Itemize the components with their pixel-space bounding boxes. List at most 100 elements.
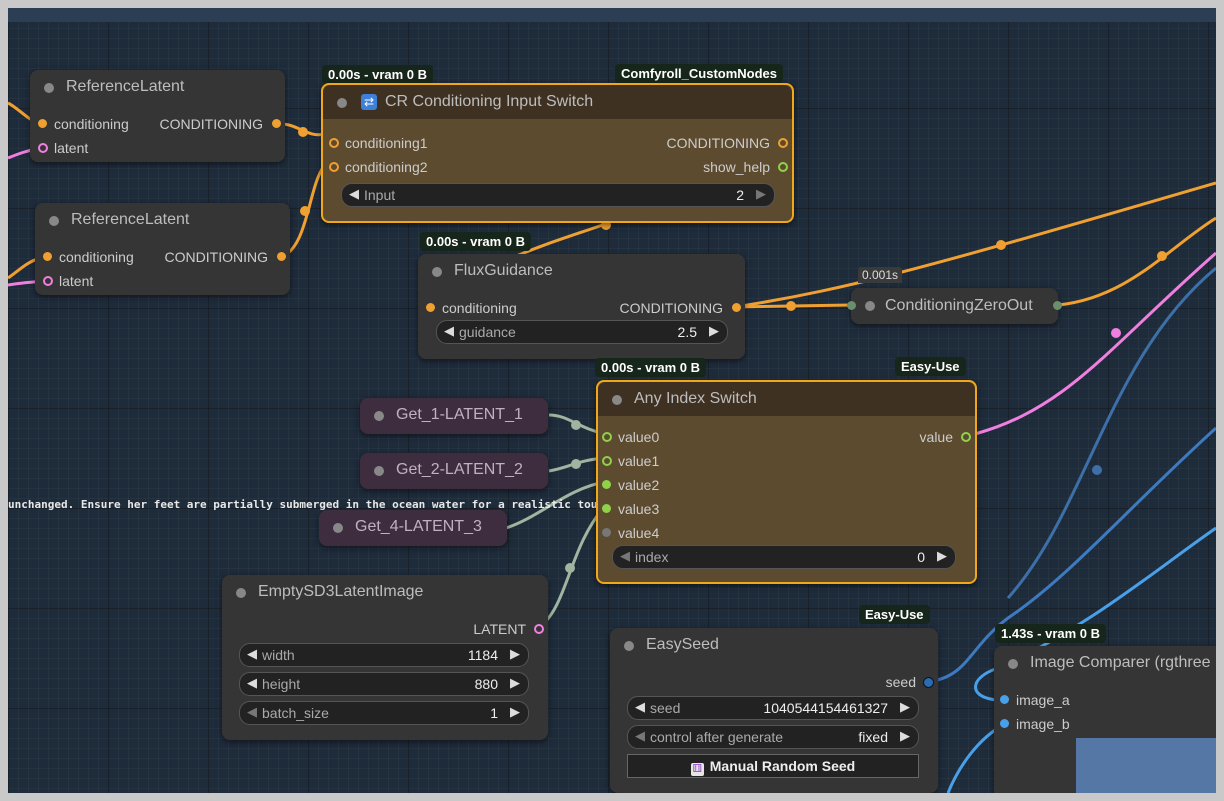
collapse-dot-icon[interactable] bbox=[624, 641, 634, 651]
collapse-dot-icon[interactable] bbox=[865, 301, 875, 311]
node-reference-latent-2[interactable]: ReferenceLatent conditioning latent COND… bbox=[35, 203, 290, 295]
input-pin-image-b[interactable] bbox=[1000, 719, 1009, 728]
input-pin-conditioning[interactable] bbox=[43, 252, 52, 261]
collapse-dot-icon[interactable] bbox=[49, 216, 59, 226]
increment-arrow-icon[interactable]: ▶ bbox=[756, 186, 766, 201]
input-label: conditioning bbox=[59, 249, 134, 265]
collapse-dot-icon[interactable] bbox=[44, 83, 54, 93]
input-pin-conditioning1[interactable] bbox=[329, 138, 339, 148]
collapse-dot-icon[interactable] bbox=[432, 267, 442, 277]
collapse-dot-icon[interactable] bbox=[1008, 659, 1018, 669]
input-pin-conditioning2[interactable] bbox=[329, 162, 339, 172]
node-reference-latent-1[interactable]: ReferenceLatent conditioning latent COND… bbox=[30, 70, 285, 162]
input-pin-conditioning[interactable] bbox=[426, 303, 435, 312]
node-get-2-latent-2[interactable]: Get_2-LATENT_2 bbox=[360, 453, 548, 489]
input-pin-value2[interactable] bbox=[602, 480, 611, 489]
collapse-dot-icon[interactable] bbox=[374, 411, 384, 421]
increment-arrow-icon[interactable]: ▶ bbox=[709, 323, 719, 338]
collapse-dot-icon[interactable] bbox=[612, 395, 622, 405]
increment-arrow-icon[interactable]: ▶ bbox=[900, 728, 910, 743]
top-bar bbox=[8, 8, 1216, 22]
decrement-arrow-icon[interactable]: ◀ bbox=[444, 323, 454, 338]
collapse-dot-icon[interactable] bbox=[337, 98, 347, 108]
input-label: image_a bbox=[1016, 692, 1070, 708]
node-get-1-latent-1[interactable]: Get_1-LATENT_1 bbox=[360, 398, 548, 434]
node-flux-guidance[interactable]: FluxGuidance conditioning CONDITIONING ◀… bbox=[418, 254, 745, 359]
input-label: value0 bbox=[618, 429, 660, 445]
input-pin-value4[interactable] bbox=[602, 528, 611, 537]
output-pin[interactable] bbox=[1053, 301, 1062, 310]
input-pin[interactable] bbox=[847, 301, 856, 310]
seed-widget[interactable]: ◀ seed 1040544154461327 ▶ bbox=[627, 696, 919, 720]
node-cr-conditioning-input-switch[interactable]: ⇄ CR Conditioning Input Switch condition… bbox=[321, 83, 794, 223]
output-pin-conditioning[interactable] bbox=[732, 303, 741, 312]
input-label: value1 bbox=[618, 453, 660, 469]
decrement-arrow-icon[interactable]: ◀ bbox=[247, 675, 257, 690]
node-any-index-switch[interactable]: Any Index Switch value0 value1 value2 va… bbox=[596, 380, 977, 584]
node-header[interactable]: Image Comparer (rgthree bbox=[994, 646, 1216, 680]
output-label: CONDITIONING bbox=[159, 116, 263, 132]
node-get-4-latent-3[interactable]: Get_4-LATENT_3 bbox=[319, 510, 507, 546]
input-widget[interactable]: ◀ Input 2 ▶ bbox=[341, 183, 775, 207]
collapse-dot-icon[interactable] bbox=[236, 588, 246, 598]
output-pin-conditioning[interactable] bbox=[778, 138, 788, 148]
input-pin-value1[interactable] bbox=[602, 456, 612, 466]
output-pin-show-help[interactable] bbox=[778, 162, 788, 172]
comparer-image-preview[interactable] bbox=[1076, 738, 1216, 793]
collapse-dot-icon[interactable] bbox=[333, 523, 343, 533]
node-easyseed[interactable]: EasySeed seed ◀ seed 1040544154461327 ▶ … bbox=[610, 628, 938, 793]
node-header[interactable]: ⇄ CR Conditioning Input Switch bbox=[323, 85, 792, 119]
manual-random-seed-button[interactable]: ⚅Manual Random Seed bbox=[627, 754, 919, 778]
graph-canvas[interactable]: unchanged. Ensure her feet are partially… bbox=[8, 8, 1216, 793]
input-pin-value0[interactable] bbox=[602, 432, 612, 442]
height-widget[interactable]: ◀ height 880 ▶ bbox=[239, 672, 529, 696]
output-pin-conditioning[interactable] bbox=[272, 119, 281, 128]
decrement-arrow-icon[interactable]: ◀ bbox=[247, 646, 257, 661]
input-label: value4 bbox=[618, 525, 660, 541]
input-label: image_b bbox=[1016, 716, 1070, 732]
node-empty-sd3-latent-image[interactable]: EmptySD3LatentImage LATENT ◀ width 1184 … bbox=[222, 575, 548, 740]
guidance-widget[interactable]: ◀ guidance 2.5 ▶ bbox=[436, 320, 728, 344]
increment-arrow-icon[interactable]: ▶ bbox=[900, 699, 910, 714]
node-header[interactable]: EmptySD3LatentImage bbox=[222, 575, 548, 609]
node-header[interactable]: ReferenceLatent bbox=[30, 70, 285, 104]
index-widget[interactable]: ◀ index 0 ▶ bbox=[612, 545, 956, 569]
input-pin-image-a[interactable] bbox=[1000, 695, 1009, 704]
decrement-arrow-icon[interactable]: ◀ bbox=[635, 699, 645, 714]
control-after-generate-widget[interactable]: ◀ control after generate fixed ▶ bbox=[627, 725, 919, 749]
batch-size-widget[interactable]: ◀ batch_size 1 ▶ bbox=[239, 701, 529, 725]
increment-arrow-icon[interactable]: ▶ bbox=[510, 675, 520, 690]
pack-badge: Easy-Use bbox=[859, 605, 930, 624]
input-pin-latent[interactable] bbox=[38, 143, 48, 153]
input-label: conditioning bbox=[442, 300, 517, 316]
node-header[interactable]: Any Index Switch bbox=[598, 382, 975, 416]
node-header[interactable]: FluxGuidance bbox=[418, 254, 745, 288]
wire-any-to-out bbox=[974, 251, 1216, 436]
output-pin-conditioning[interactable] bbox=[277, 252, 286, 261]
node-header[interactable]: EasySeed bbox=[610, 628, 938, 662]
decrement-arrow-icon[interactable]: ◀ bbox=[635, 728, 645, 743]
collapse-dot-icon[interactable] bbox=[374, 466, 384, 476]
decrement-arrow-icon[interactable]: ◀ bbox=[349, 186, 359, 201]
output-pin-seed[interactable] bbox=[923, 677, 934, 688]
prompt-text-fragment: unchanged. Ensure her feet are partially… bbox=[8, 498, 598, 511]
width-widget[interactable]: ◀ width 1184 ▶ bbox=[239, 643, 529, 667]
output-label: show_help bbox=[703, 159, 770, 175]
input-pin-conditioning[interactable] bbox=[38, 119, 47, 128]
increment-arrow-icon[interactable]: ▶ bbox=[510, 704, 520, 719]
node-header[interactable]: ReferenceLatent bbox=[35, 203, 290, 237]
output-pin-latent[interactable] bbox=[534, 624, 544, 634]
node-title: EmptySD3LatentImage bbox=[258, 583, 424, 600]
output-pin-value[interactable] bbox=[961, 432, 971, 442]
decrement-arrow-icon[interactable]: ◀ bbox=[247, 704, 257, 719]
decrement-arrow-icon[interactable]: ◀ bbox=[620, 548, 630, 563]
input-pin-latent[interactable] bbox=[43, 276, 53, 286]
node-conditioning-zero-out[interactable]: ConditioningZeroOut bbox=[847, 288, 1062, 324]
node-title: FluxGuidance bbox=[454, 262, 553, 279]
increment-arrow-icon[interactable]: ▶ bbox=[937, 548, 947, 563]
wire-zero-out bbox=[1057, 216, 1216, 307]
increment-arrow-icon[interactable]: ▶ bbox=[510, 646, 520, 661]
node-image-comparer[interactable]: Image Comparer (rgthree image_a image_b bbox=[994, 646, 1216, 793]
input-pin-value3[interactable] bbox=[602, 504, 611, 513]
widget-label: control after generate bbox=[650, 729, 784, 745]
